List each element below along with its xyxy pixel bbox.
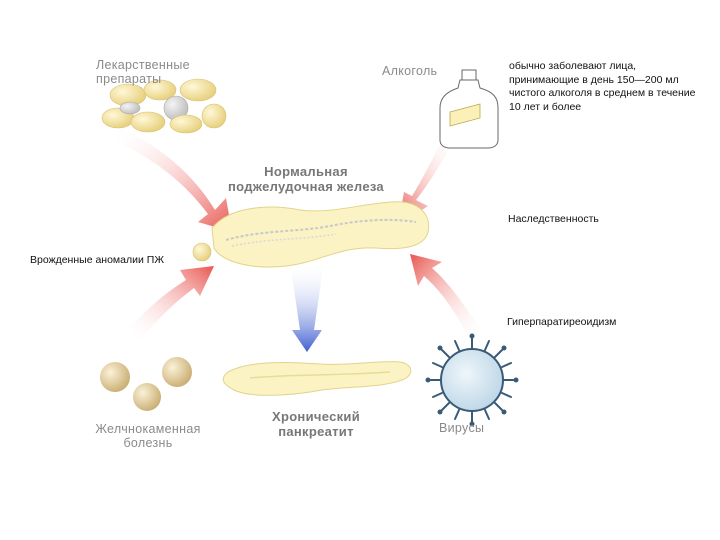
label-chronic-pancreatitis: Хронический панкреатит bbox=[246, 409, 386, 439]
label-gallstone: Желчнокаменная болезнь bbox=[78, 422, 218, 450]
label-normal-line2: поджелудочная железа bbox=[228, 179, 384, 194]
label-gallstone-line2: болезнь bbox=[123, 436, 173, 450]
label-viruses: Вирусы bbox=[439, 421, 485, 435]
arrow-alcohol-to-pancreas bbox=[398, 136, 455, 226]
label-normal-line1: Нормальная bbox=[264, 164, 348, 179]
note-hyperparathyroidism: Гиперпаратиреоидизм bbox=[507, 316, 617, 328]
label-drugs: Лекарственные препараты bbox=[96, 58, 190, 86]
chronic-pancreas-illustration bbox=[222, 361, 412, 396]
label-gallstone-line1: Желчнокаменная bbox=[95, 422, 201, 436]
drug-pills bbox=[101, 78, 227, 134]
note-congenital-anomalies: Врожденные аномалии ПЖ bbox=[30, 254, 165, 266]
label-drugs-line2: препараты bbox=[96, 72, 162, 86]
label-chronic-line1: Хронический bbox=[271, 409, 361, 424]
alcohol-bottle bbox=[439, 69, 499, 149]
note-heredity: Наследственность bbox=[508, 213, 599, 225]
note-alcohol-dose: обычно заболевают лица, принимающие в де… bbox=[509, 60, 696, 113]
arrow-gallstone-to-pancreas bbox=[128, 266, 214, 340]
arrow-virus-to-pancreas bbox=[410, 254, 482, 340]
gallstones bbox=[100, 357, 192, 411]
label-drugs-line1: Лекарственные bbox=[96, 58, 190, 72]
arrow-drugs-to-pancreas bbox=[112, 128, 232, 232]
label-chronic-line2: панкреатит bbox=[278, 424, 354, 439]
label-normal-pancreas: Нормальная поджелудочная железа bbox=[206, 164, 406, 194]
arrow-normal-to-chronic bbox=[290, 262, 324, 352]
normal-pancreas-illustration bbox=[192, 201, 430, 268]
virus-particle bbox=[425, 333, 519, 427]
label-alcohol: Алкоголь bbox=[382, 64, 438, 78]
